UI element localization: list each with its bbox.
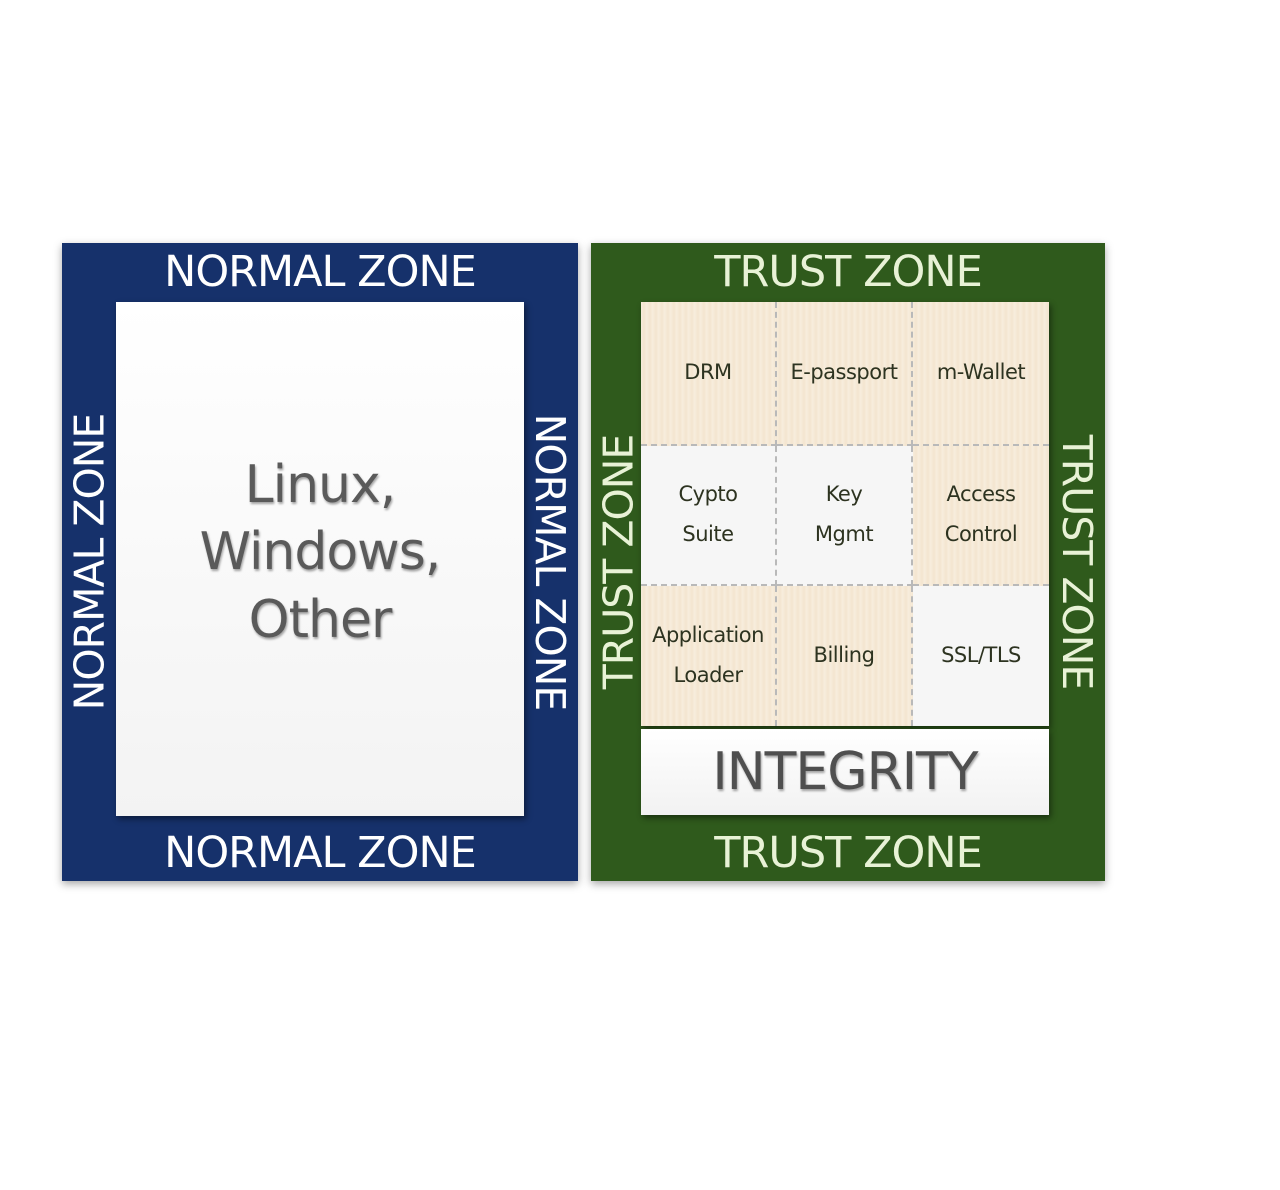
os-line-windows: Windows, <box>199 522 442 583</box>
normal-zone-label-top: NORMAL ZONE <box>164 247 477 297</box>
integrity-panel: INTEGRITY <box>641 729 1049 815</box>
trust-zone-label-bottom: TRUST ZONE <box>714 828 982 878</box>
normal-zone-frame: NORMAL ZONE NORMAL ZONE NORMAL ZONE NORM… <box>62 243 578 881</box>
normal-os-panel: Linux, Windows, Other <box>116 302 524 816</box>
normal-zone-label-right: NORMAL ZONE <box>526 413 575 711</box>
normal-zone-label-bottom: NORMAL ZONE <box>164 828 477 878</box>
integrity-label: INTEGRITY <box>712 742 978 802</box>
trust-zone-label-top: TRUST ZONE <box>714 247 982 297</box>
service-cell-key-mgmt: Key Mgmt <box>777 446 913 586</box>
normal-zone-label-left: NORMAL ZONE <box>65 413 114 711</box>
service-cell-e-passport: E-passport <box>777 302 913 446</box>
os-line-other: Other <box>248 589 393 650</box>
service-cell-ssl-tls: SSL/TLS <box>913 586 1049 726</box>
trust-zone-frame: TRUST ZONE TRUST ZONE TRUST ZONE TRUST Z… <box>591 243 1105 881</box>
os-line-linux: Linux, <box>244 454 397 515</box>
trust-zone-label-right: TRUST ZONE <box>1053 434 1102 690</box>
service-cell-access-control: Access Control <box>913 446 1049 586</box>
service-cell-drm: DRM <box>641 302 777 446</box>
service-cell-application-loader: Application Loader <box>641 586 777 726</box>
service-cell-crypto-suite: Cypto Suite <box>641 446 777 586</box>
trust-services-grid: DRM E-passport m-Wallet Cypto Suite Key … <box>641 302 1049 726</box>
service-cell-billing: Billing <box>777 586 913 726</box>
trust-zone-label-left: TRUST ZONE <box>594 434 643 690</box>
service-cell-m-wallet: m-Wallet <box>913 302 1049 446</box>
os-list: Linux, Windows, Other <box>199 452 442 655</box>
